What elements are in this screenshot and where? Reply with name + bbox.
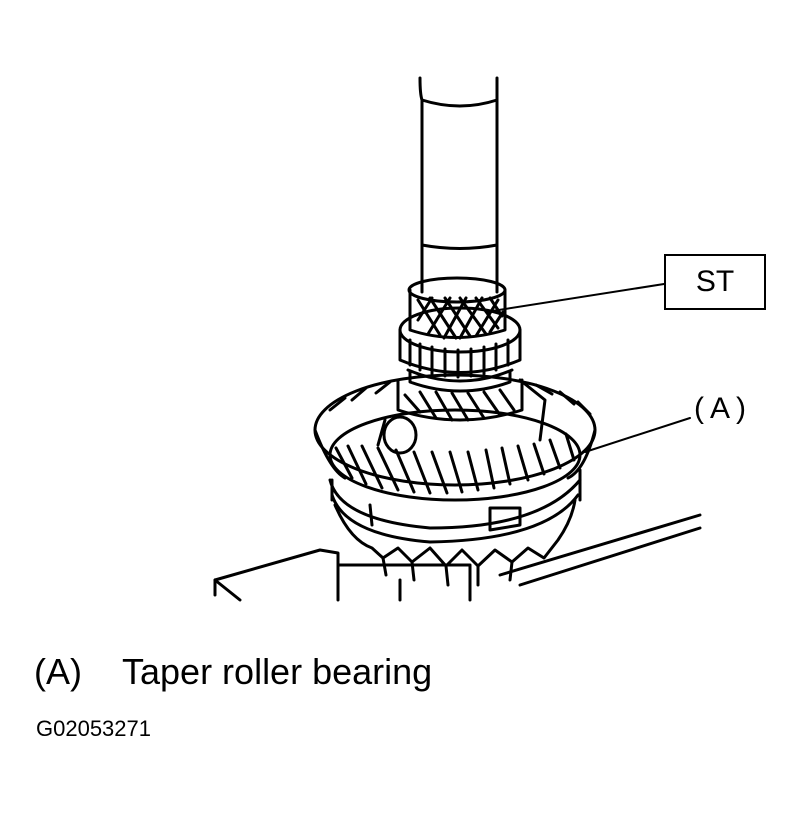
a-callout-label: (A) (694, 392, 752, 425)
legend: (A) Taper roller bearing (34, 651, 432, 693)
legend-key: (A) (34, 651, 82, 692)
st-callout-label: ST (664, 254, 766, 310)
side-pinion-gear (376, 378, 547, 455)
ring-gear (313, 373, 597, 502)
special-tool-collar (407, 276, 507, 340)
leader-lines (485, 283, 691, 453)
work-base (213, 513, 702, 602)
st-leader-line (485, 283, 665, 313)
figure-id: G02053271 (36, 716, 151, 741)
a-leader-line (584, 417, 691, 453)
legend-text: Taper roller bearing (122, 651, 433, 692)
differential-bearing-installation-illustration (213, 76, 702, 602)
special-tool-shaft (418, 76, 499, 294)
differential-case (328, 468, 582, 544)
lower-gear-teeth (333, 498, 577, 587)
